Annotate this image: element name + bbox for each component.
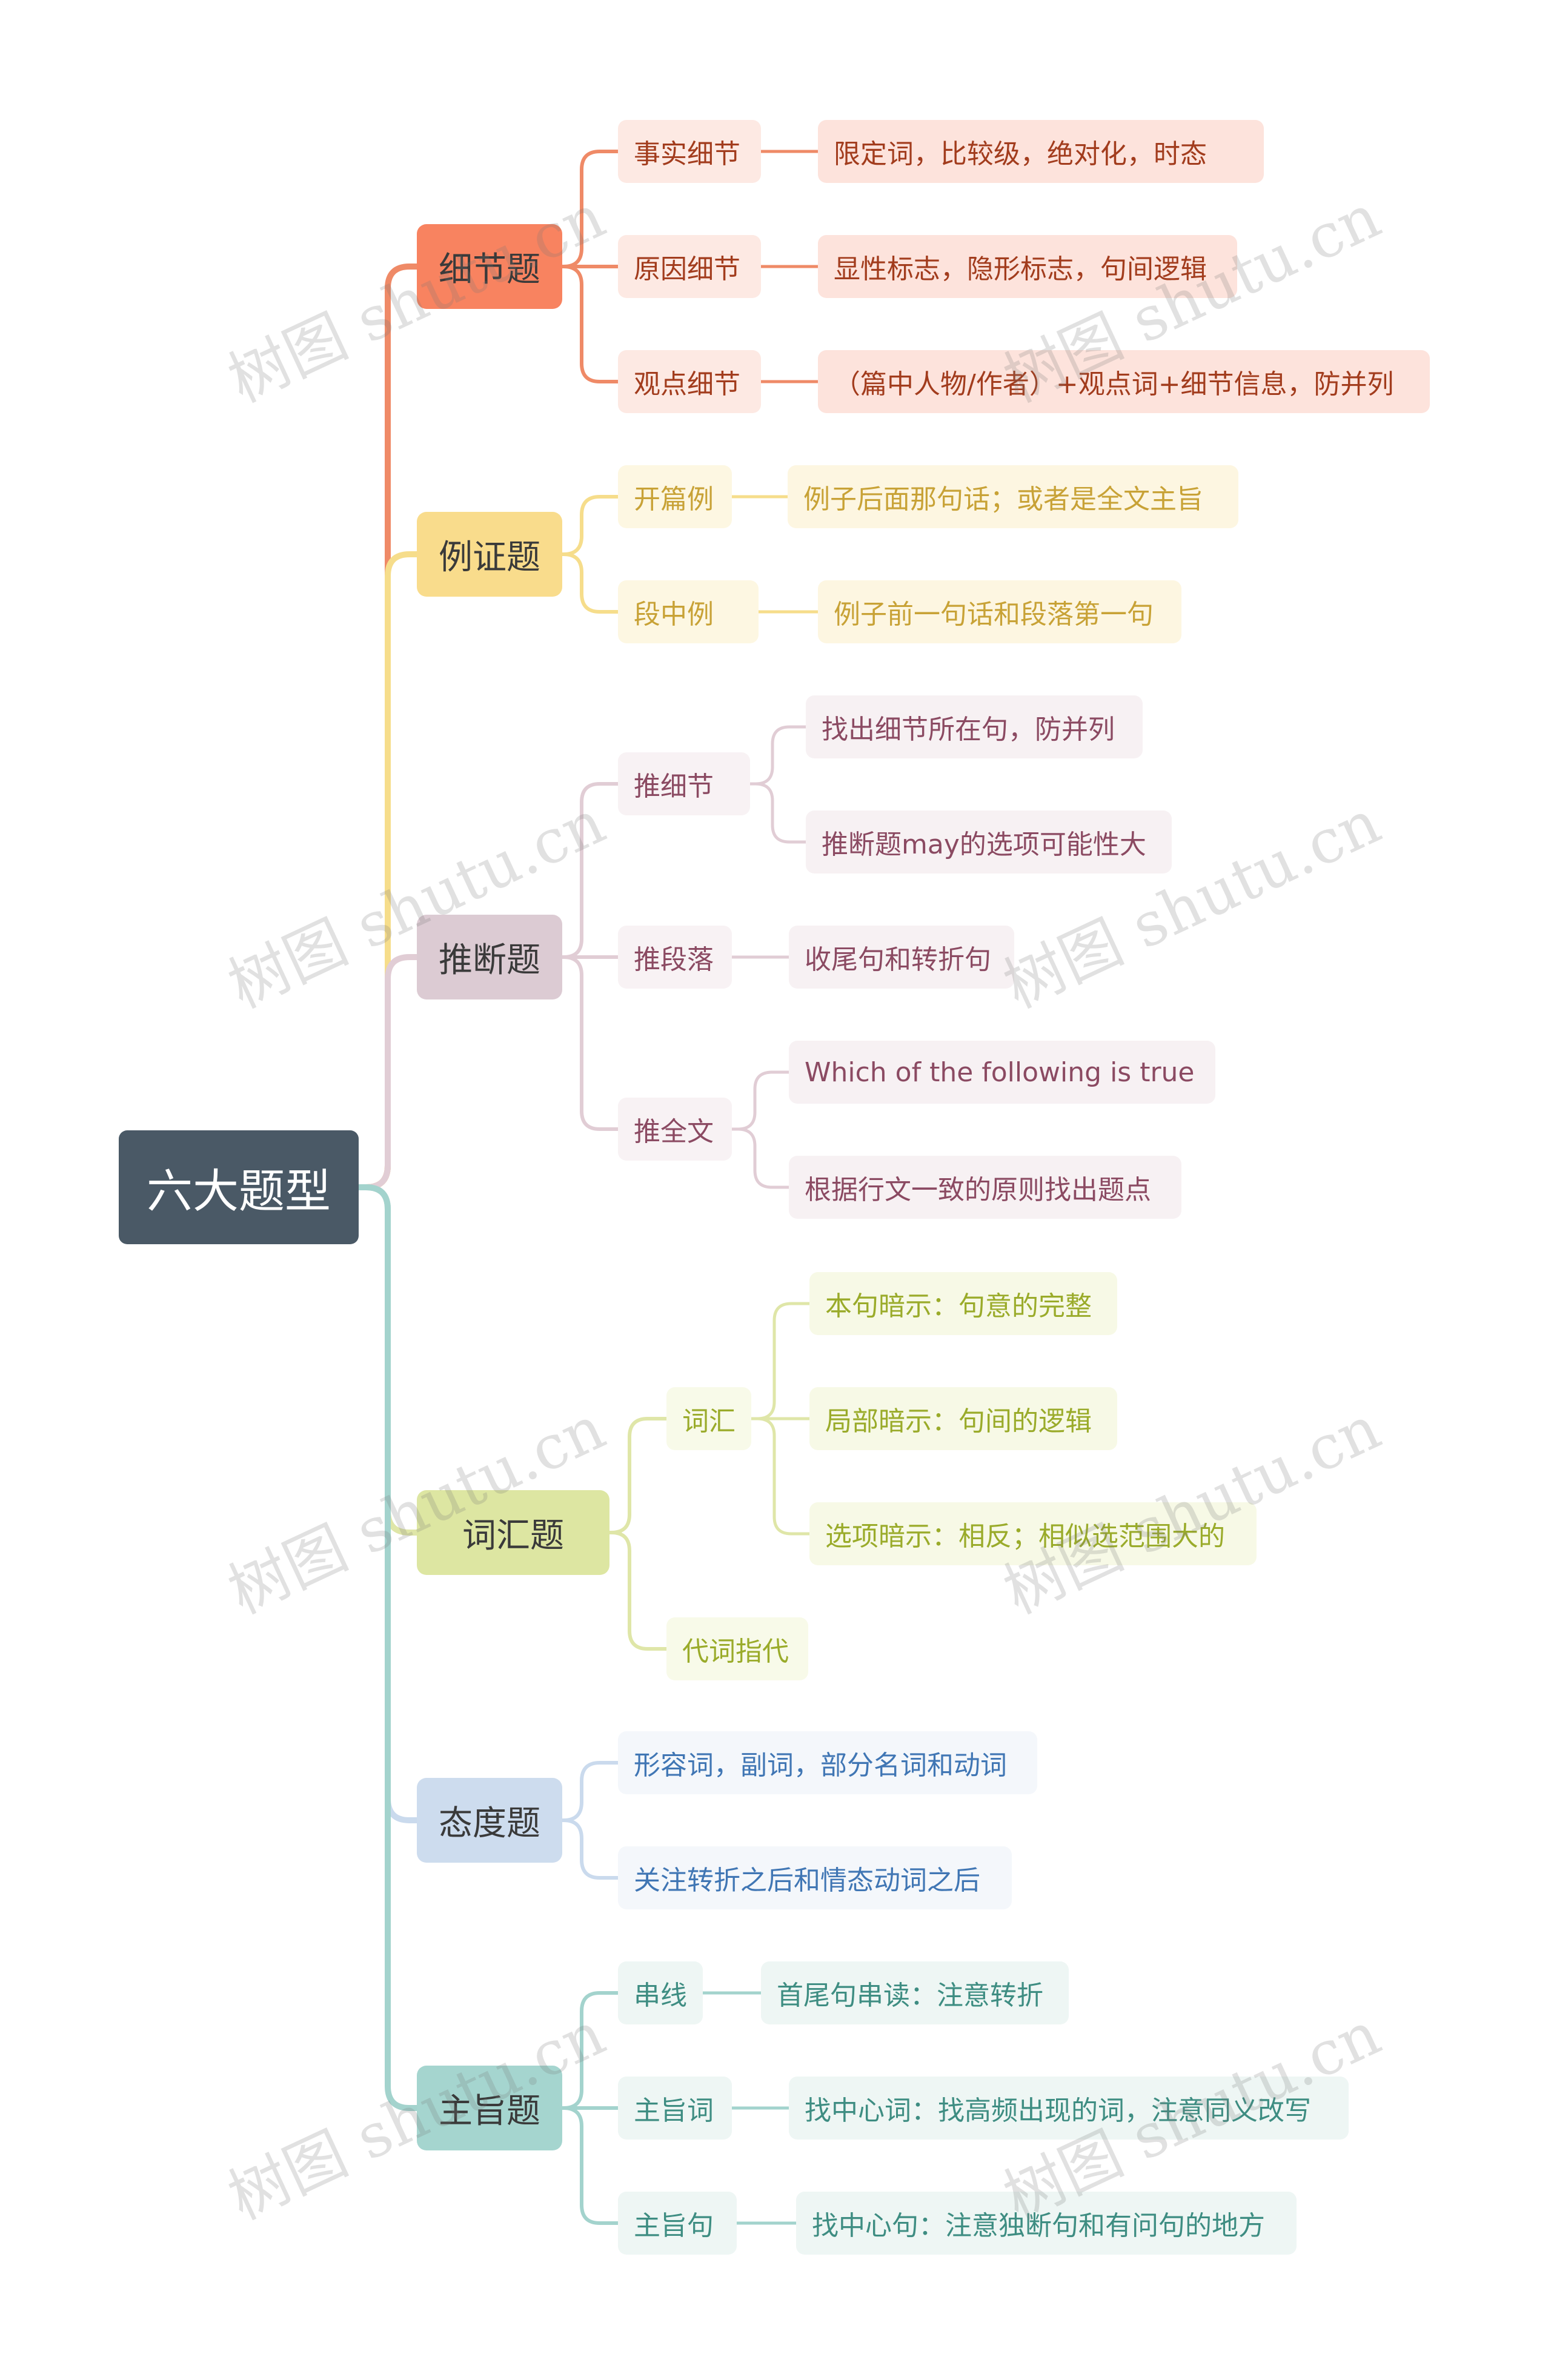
subtopic-node[interactable]: 事实细节: [618, 120, 761, 183]
sub-line: [560, 2106, 620, 2225]
leaf-node[interactable]: 找出细节所在句，防并列: [806, 695, 1143, 758]
sub-line: [560, 782, 620, 959]
main-topic-node[interactable]: 态度题: [417, 1778, 562, 1863]
subtopic-node[interactable]: 主旨词: [618, 2077, 732, 2140]
sub-line: [560, 1818, 620, 1880]
branch-line: [356, 1184, 420, 2111]
leaf-node[interactable]: 根据行文一致的原则找出题点: [789, 1156, 1181, 1219]
subtopic-node[interactable]: 词汇: [666, 1387, 751, 1450]
main-topic-node[interactable]: 例证题: [417, 512, 562, 597]
leaf-node[interactable]: 推断题may的选项可能性大: [806, 810, 1172, 873]
leaf-line: [748, 725, 808, 786]
subtopic-node[interactable]: 段中例: [618, 580, 759, 643]
main-topic-node[interactable]: 主旨题: [417, 2066, 562, 2150]
subtopic-node[interactable]: 形容词，副词，部分名词和动词: [618, 1731, 1037, 1794]
main-topic-node[interactable]: 推断题: [417, 915, 562, 999]
leaf-node[interactable]: 找中心词：找高频出现的词，注意同义改写: [789, 2077, 1349, 2140]
leaf-node[interactable]: Which of the following is true: [789, 1041, 1215, 1104]
root-node[interactable]: 六大题型: [119, 1130, 359, 1244]
main-topic-node[interactable]: 词汇题: [417, 1490, 609, 1575]
sub-line: [560, 552, 620, 614]
leaf-line: [748, 782, 808, 844]
leaf-node[interactable]: 选项暗示：相反；相似选范围大的: [809, 1502, 1257, 1565]
subtopic-node[interactable]: 推段落: [618, 926, 732, 989]
sub-line: [560, 955, 620, 1131]
leaf-node[interactable]: 收尾句和转折句: [789, 926, 1014, 989]
subtopic-node[interactable]: 串线: [618, 1961, 703, 2024]
leaf-line: [730, 1070, 791, 1131]
sub-line: [608, 1531, 668, 1651]
leaf-line: [749, 1302, 811, 1420]
subtopic-node[interactable]: 主旨句: [618, 2192, 737, 2255]
leaf-node[interactable]: 例子后面那句话；或者是全文主旨: [788, 465, 1238, 528]
sub-line: [560, 495, 620, 556]
leaf-node[interactable]: 例子前一句话和段落第一句: [818, 580, 1181, 643]
leaf-node[interactable]: 限定词，比较级，绝对化，时态: [818, 120, 1264, 183]
subtopic-node[interactable]: 开篇例: [618, 465, 732, 528]
subtopic-node[interactable]: 关注转折之后和情态动词之后: [618, 1846, 1012, 1909]
sub-line: [608, 1417, 668, 1534]
subtopic-node[interactable]: 观点细节: [618, 350, 761, 413]
subtopic-node[interactable]: 推全文: [618, 1098, 732, 1161]
subtopic-node[interactable]: 推细节: [618, 752, 750, 815]
leaf-node[interactable]: 局部暗示：句间的逻辑: [809, 1387, 1117, 1450]
leaf-node[interactable]: 首尾句串读：注意转折: [761, 1961, 1069, 2024]
main-topic-node[interactable]: 细节题: [417, 224, 562, 309]
leaf-line: [730, 1127, 791, 1189]
leaf-node[interactable]: 找中心句：注意独断句和有问句的地方: [796, 2192, 1297, 2255]
sub-line: [560, 1991, 620, 2110]
leaf-node[interactable]: 本句暗示：句意的完整: [809, 1272, 1117, 1335]
leaf-node[interactable]: （篇中人物/作者）+观点词+细节信息，防并列: [818, 350, 1430, 413]
leaf-line: [749, 1417, 811, 1536]
branch-line: [356, 954, 420, 1190]
leaf-node[interactable]: 显性标志，隐形标志，句间逻辑: [818, 235, 1237, 298]
sub-line: [560, 150, 620, 268]
sub-line: [560, 1761, 620, 1822]
subtopic-node[interactable]: 代词指代: [666, 1617, 808, 1680]
sub-line: [560, 265, 620, 383]
subtopic-node[interactable]: 原因细节: [618, 235, 761, 298]
